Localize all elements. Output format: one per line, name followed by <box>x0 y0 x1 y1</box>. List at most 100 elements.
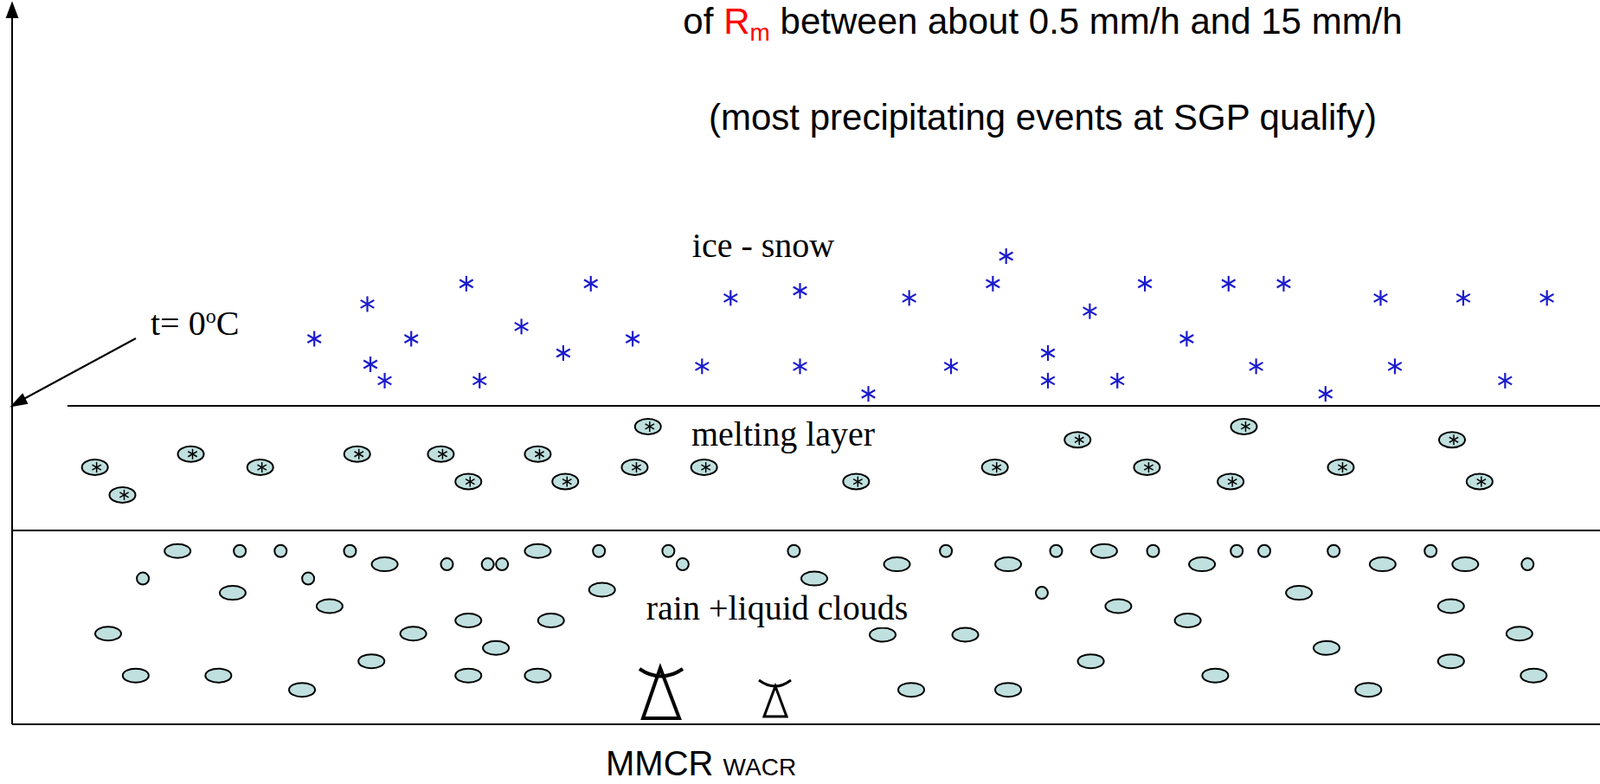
vertical-axis <box>11 10 13 725</box>
raindrop <box>1520 668 1547 683</box>
raindrop <box>869 627 896 642</box>
snowflake <box>363 359 378 368</box>
snowflake <box>1227 479 1237 485</box>
raindrop <box>400 626 427 641</box>
snowflake <box>631 464 641 470</box>
raindrop <box>1452 557 1478 572</box>
snowflake <box>992 464 1002 470</box>
snowflake <box>1143 464 1153 470</box>
snowflake <box>1318 390 1333 399</box>
cloud-droplet <box>661 545 675 558</box>
cloud-droplet <box>787 545 800 558</box>
radar-dish <box>758 680 791 687</box>
raindrop <box>801 571 828 586</box>
snowflake <box>700 464 710 470</box>
cloud-droplet <box>233 545 246 558</box>
snowflake <box>1137 279 1152 288</box>
snowflake <box>119 492 129 498</box>
cloud-droplet <box>1230 545 1243 558</box>
snowflake <box>944 362 958 371</box>
snowflake <box>700 464 710 470</box>
snowflake <box>404 334 418 343</box>
snowflake <box>459 279 474 288</box>
snowflake <box>724 294 739 303</box>
snowflake <box>91 464 101 470</box>
radar-dish <box>639 668 683 677</box>
melting-particle <box>1327 459 1354 476</box>
raindrop <box>482 641 509 656</box>
raindrop <box>372 557 399 572</box>
cloud-droplet <box>343 545 356 558</box>
raindrop <box>1369 557 1396 572</box>
raindrop <box>1201 668 1228 683</box>
snowflake <box>999 251 1014 260</box>
snowflake <box>1387 362 1402 371</box>
snowflake <box>1337 464 1347 470</box>
snowflake <box>472 376 487 385</box>
raindrop <box>1175 613 1202 628</box>
raindrop <box>1188 557 1215 572</box>
snowflake <box>465 479 475 485</box>
melting-particle <box>178 446 205 463</box>
snowflake <box>307 334 322 343</box>
snowflake <box>1221 279 1236 288</box>
snowflake <box>354 451 364 457</box>
melting-particle <box>524 446 551 463</box>
snowflake <box>534 451 544 457</box>
cloud-droplet <box>136 572 149 585</box>
snowflake <box>465 479 475 485</box>
melting-layer-band: melting layer <box>12 406 1600 530</box>
snowflake <box>793 362 808 371</box>
melting-particle <box>1217 474 1244 490</box>
criteria-note-text: (most precipitating events at SGP qualif… <box>708 96 1377 138</box>
freezing-level-text: C <box>216 303 240 343</box>
snowflake <box>1240 424 1250 430</box>
criteria-text: between about 0.5 mm/h and 15 mm/h <box>780 0 1403 42</box>
snowflake <box>119 492 129 498</box>
cloud-droplet <box>1258 545 1271 558</box>
snowflake <box>793 362 808 371</box>
snowflake <box>1318 390 1333 399</box>
snowflake <box>1277 279 1292 288</box>
snowflake <box>1498 376 1513 385</box>
snowflake <box>992 464 1002 470</box>
raindrop <box>884 557 911 572</box>
criteria-text: of <box>682 0 714 42</box>
snowflake <box>1110 376 1125 385</box>
raindrop <box>1355 682 1382 697</box>
layer-label: ice - snow <box>688 226 838 265</box>
raindrop <box>1078 654 1105 669</box>
snowflake <box>404 334 418 343</box>
raindrop <box>1285 585 1312 600</box>
snowflake <box>1143 464 1153 470</box>
snowflake <box>91 464 101 470</box>
snowflake <box>1249 362 1264 371</box>
snowflake <box>437 451 447 457</box>
cloud-droplet <box>481 558 495 571</box>
snowflake <box>853 479 862 485</box>
melting-particle <box>455 474 482 490</box>
snowflake <box>378 376 392 385</box>
snowflake <box>861 390 876 399</box>
freezing-level-text: t= 0 <box>150 303 206 343</box>
raindrop <box>316 598 343 613</box>
rain-band: rain +liquid clouds <box>12 531 1600 724</box>
snowflake <box>1040 376 1055 385</box>
snowflake <box>793 287 808 296</box>
melting-particle <box>691 459 718 476</box>
snowflake <box>999 251 1014 260</box>
raindrop <box>995 682 1022 697</box>
raindrop <box>589 583 616 598</box>
snowflake <box>1083 307 1098 315</box>
snowflake <box>1249 362 1264 371</box>
snowflake <box>724 294 739 303</box>
snowflake <box>902 294 917 303</box>
cloud-droplet <box>592 545 605 558</box>
raindrop <box>952 627 979 642</box>
snowflake <box>853 479 862 485</box>
snowflake <box>1387 362 1402 371</box>
melting-particle <box>82 459 109 476</box>
snowflake <box>1449 436 1459 443</box>
raindrop <box>898 682 925 697</box>
snowflake <box>1277 279 1292 288</box>
